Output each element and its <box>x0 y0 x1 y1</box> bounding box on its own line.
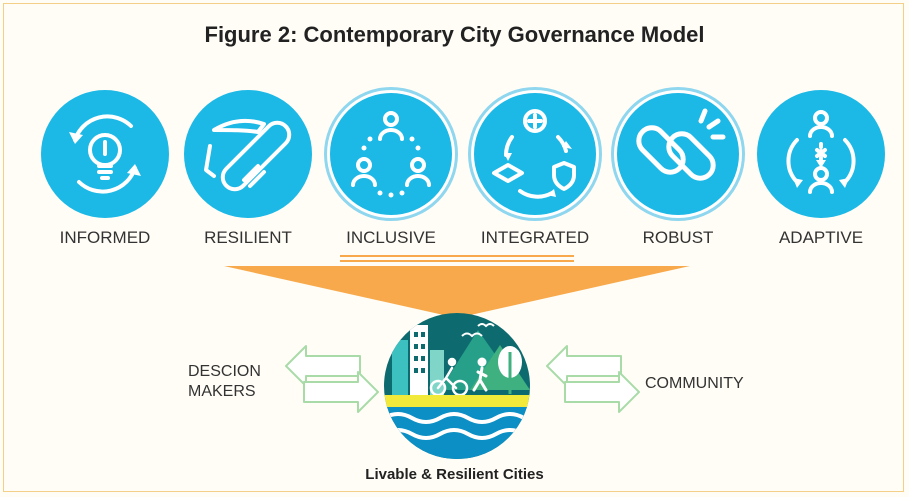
robust-circle <box>614 90 742 218</box>
informed-label: INFORMED <box>59 228 151 247</box>
inclusive-label: INCLUSIVE <box>346 228 436 247</box>
integrated-circle <box>471 90 599 218</box>
multi-tool-knife-icon <box>204 118 292 192</box>
resilient-label: RESILIENT <box>204 228 292 247</box>
tree-icon <box>498 346 522 394</box>
chain-link-icon <box>636 108 726 181</box>
walker-icon <box>472 357 488 392</box>
center-caption: Livable & Resilient Cities <box>365 466 544 483</box>
left-exchange-arrows <box>285 345 379 413</box>
integrated-label: INTEGRATED <box>480 228 590 247</box>
right-exchange-arrows <box>546 345 640 413</box>
adaptive-circle <box>757 90 885 218</box>
inclusive-circle <box>327 90 455 218</box>
resilient-circle <box>184 90 312 218</box>
cycle-health-education-security-icon <box>492 109 576 199</box>
decision-makers-label: DESCION MAKERS <box>188 363 261 400</box>
livable-city-emblem <box>384 313 530 459</box>
informed-circle <box>41 90 169 218</box>
adaptive-label: ADAPTIVE <box>778 228 864 247</box>
figure-title: Figure 2: Contemporary City Governance M… <box>204 22 705 47</box>
people-circle-icon <box>351 111 431 198</box>
community-label: COMMUNITY <box>645 375 744 392</box>
convergence-arrow <box>224 255 690 318</box>
lightbulb-cycle-icon <box>69 114 141 194</box>
person-adaptation-icon <box>786 110 856 194</box>
robust-label: ROBUST <box>642 228 714 247</box>
